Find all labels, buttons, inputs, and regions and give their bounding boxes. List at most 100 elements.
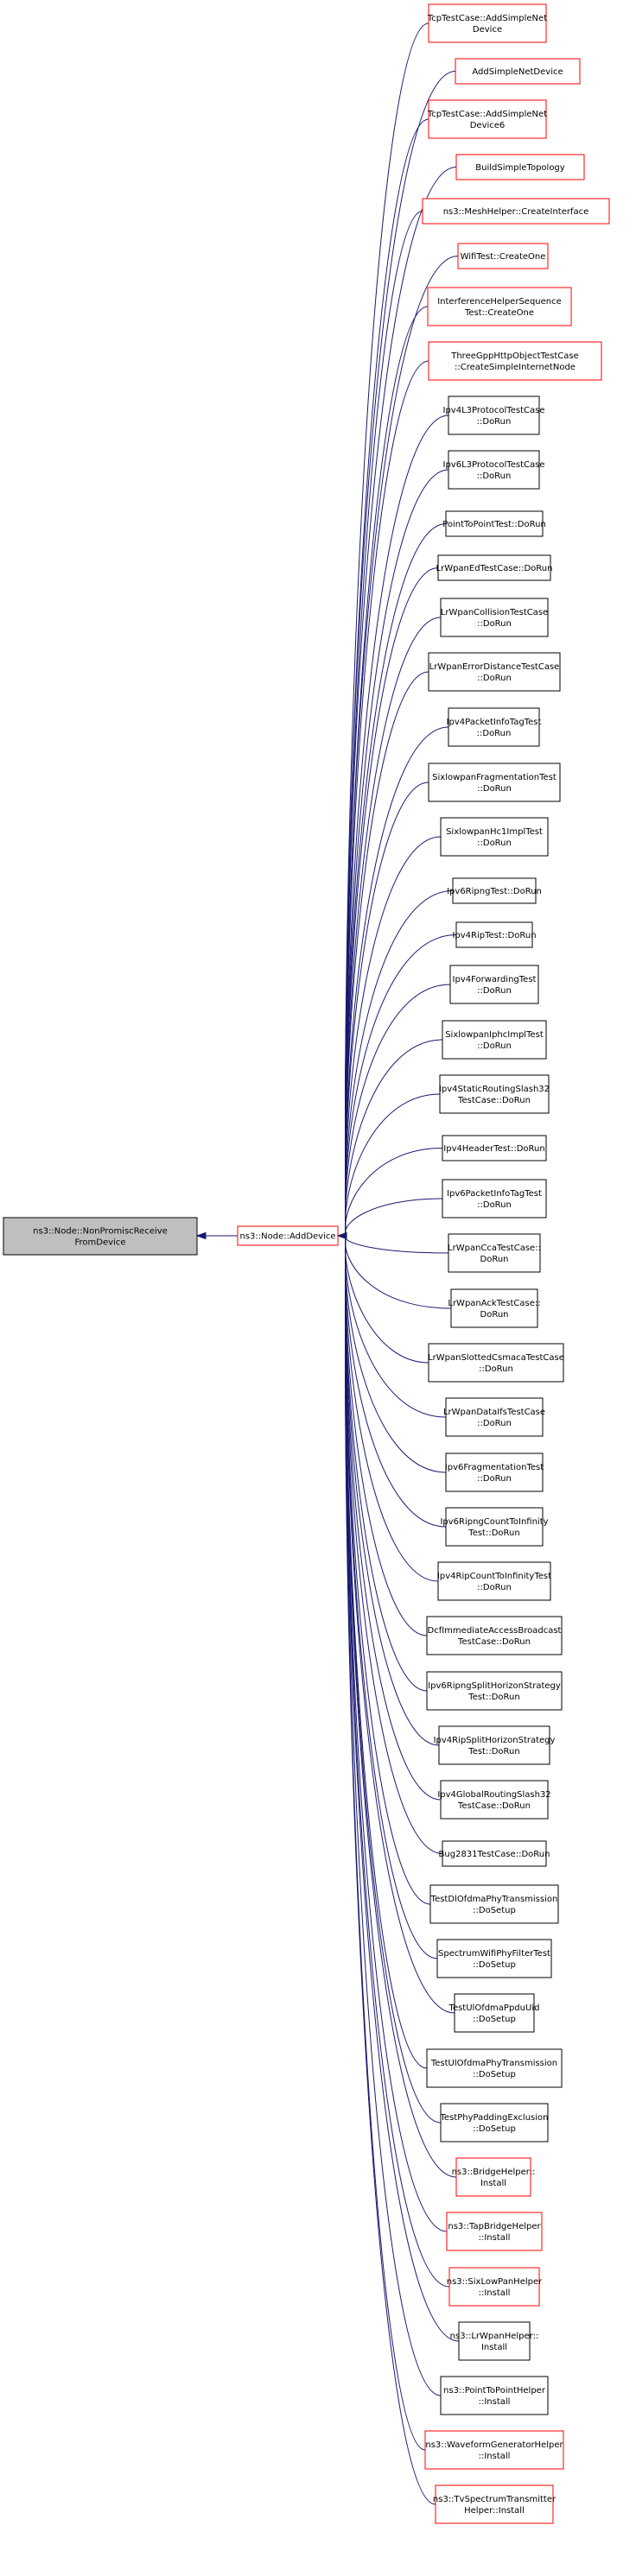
node-testulofdmappduuid-dosetup-label: ::DoSetup — [473, 2015, 516, 2024]
node-ipv6fragmentationtest-dorun-label: ::DoRun — [477, 1474, 512, 1484]
node-dcfimmediateaccessbroadcasttestcase-dorun[interactable]: DcfImmediateAccessBroadcastTestCase::DoR… — [426, 1616, 563, 1655]
node-wifitest-createone[interactable]: WifiTest::CreateOne — [457, 243, 549, 269]
node-testdlofdmaphytransmission-dosetup[interactable]: TestDlOfdmaPhyTransmission::DoSetup — [429, 1884, 559, 1924]
node-ns3-bridgehelper-install-box — [455, 2157, 531, 2197]
node-ns3-meshhelper-createinterface[interactable]: ns3::MeshHelper::CreateInterface — [422, 198, 610, 225]
node-ipv4l3protocoltestcase-dorun[interactable]: Ipv4L3ProtocolTestCase::DoRun — [443, 396, 545, 435]
node-testphypaddingexclusion-dosetup[interactable]: TestPhyPaddingExclusion::DoSetup — [440, 2103, 549, 2142]
node-bug2831testcase-dorun[interactable]: Bug2831TestCase::DoRun — [439, 1840, 550, 1867]
node-ns3-pointtopointhelper-install[interactable]: ns3::PointToPointHelper::Install — [440, 2376, 549, 2415]
node-ipv4headertest-dorun[interactable]: Ipv4HeaderTest::DoRun — [442, 1135, 547, 1161]
node-ipv4packetinfotagtest-dorun-box — [448, 707, 540, 747]
node-interferencehelpersequencetest-createone-label: InterferenceHelperSequence — [437, 297, 562, 307]
node-threegpphttpobjecttestcase-createsimpleinternetnode[interactable]: ThreeGppHttpObjectTestCase::CreateSimple… — [428, 341, 602, 381]
node-lrwpanccatestcase-dorun[interactable]: LrWpanCcaTestCase::DoRun — [448, 1233, 541, 1273]
call-edge-lrwpanslottedcsmacatestcase-dorun — [345, 1237, 429, 1364]
node-interferencehelpersequencetest-createone[interactable]: InterferenceHelperSequenceTest::CreateOn… — [427, 287, 572, 326]
node-ns3-lrwpanhelper-install[interactable]: ns3::LrWpanHelper::Install — [450, 2321, 539, 2361]
node-ipv4ripcounttoinfinitytest-dorun[interactable]: Ipv4RipCountToInfinityTest::DoRun — [437, 1561, 551, 1601]
node-ipv6fragmentationtest-dorun-box — [445, 1453, 544, 1492]
node-sixlowpanhc1impltest-dorun-label: ::DoRun — [477, 839, 512, 848]
node-ns3-tvspectrumtransmitterhelper-install-label: Helper::Install — [464, 2506, 525, 2516]
call-edge-tcptestcase-addsimplenet-device6 — [345, 118, 429, 1214]
node-dcfimmediateaccessbroadcasttestcase-dorun-label: DcfImmediateAccessBroadcast — [428, 1626, 562, 1636]
node-ipv4packetinfotagtest-dorun-label: ::DoRun — [477, 729, 512, 738]
node-tcptestcase-addsimplenetdevice[interactable]: TcpTestCase::AddSimpleNetDevice — [427, 3, 547, 43]
node-sixlowpanhc1impltest-dorun[interactable]: SixlowpanHc1ImplTest::DoRun — [440, 817, 549, 857]
node-ipv4ripsplithorizonstrategytest-dorun-box — [438, 1725, 550, 1765]
node-ipv4forwardingtest-dorun-label: ::DoRun — [477, 986, 512, 996]
node-pointtopointtest-dorun[interactable]: PointToPointTest::DoRun — [442, 510, 546, 537]
node-wifitest-createone-box — [457, 243, 549, 269]
node-ipv4forwardingtest-dorun[interactable]: Ipv4ForwardingTest::DoRun — [449, 965, 539, 1004]
node-ipv6l3protocoltestcase-dorun-label: ::DoRun — [477, 472, 512, 481]
node-lrwpanerrordistancetestcase-dorun[interactable]: LrWpanErrorDistanceTestCase::DoRun — [428, 652, 561, 692]
node-bug2831testcase-dorun-label: Bug2831TestCase::DoRun — [439, 1850, 550, 1859]
node-ipv6ripngsplithorizonstrategytest-dorun-label: Test::DoRun — [467, 1693, 519, 1702]
call-edge-ns3-tvspectrumtransmitter-helper-install — [345, 1261, 436, 2505]
node-sixlowpaniphcimpltest-dorun[interactable]: SixlowpanIphcImplTest::DoRun — [442, 1020, 547, 1060]
call-edge-ns3-sixlowpanhelper-install — [345, 1256, 450, 2288]
call-edge-ipv4riptest-dorun — [345, 934, 457, 1231]
node-interferencehelpersequencetest-createone-box — [427, 287, 572, 326]
node-lrwpanacktestcase-dorun[interactable]: LrWpanAckTestCase::DoRun — [448, 1288, 541, 1328]
node-tcptestcase-addsimplenetdevice6-label: Device6 — [470, 121, 506, 130]
node-ns3-waveformgeneratorhelper-install[interactable]: ns3::WaveformGeneratorHelper::Install — [424, 2430, 564, 2470]
node-lrwpancollisiontestcase-dorun-box — [440, 598, 549, 637]
node-testulofdmappduuid-dosetup[interactable]: TestUlOfdmaPpduUid::DoSetup — [448, 1993, 540, 2033]
call-edge-lrwpanccatestcase-dorun — [345, 1236, 449, 1254]
node-lrwpanedtestcase-dorun[interactable]: LrWpanEdTestCase::DoRun — [436, 554, 553, 581]
node-addsimplenetdevice[interactable]: AddSimpleNetDevice — [455, 58, 581, 85]
node-adddevice[interactable]: ns3::Node::AddDevice — [237, 1225, 339, 1246]
node-ipv6l3protocoltestcase-dorun-box — [448, 450, 540, 490]
node-threegpphttpobjecttestcase-createsimpleinternetnode-label: ThreeGppHttpObjectTestCase — [450, 351, 579, 361]
call-edge-interferencehelpersequence-test-createone — [345, 306, 429, 1218]
call-edge-ipv4headertest-dorun — [345, 1148, 443, 1235]
node-ipv6fragmentationtest-dorun[interactable]: Ipv6FragmentationTest::DoRun — [445, 1453, 544, 1492]
node-spectrumwifiphyfiltertest-dosetup[interactable]: SpectrumWifiPhyFilterTest::DoSetup — [436, 1939, 552, 1978]
node-ipv4riptest-dorun-box — [455, 921, 533, 948]
node-ipv4packetinfotagtest-dorun[interactable]: Ipv4PacketInfoTagTest::DoRun — [447, 707, 542, 747]
node-ipv4ripsplithorizonstrategytest-dorun-label: Test::DoRun — [467, 1747, 519, 1756]
node-lrwpanedtestcase-dorun-label: LrWpanEdTestCase::DoRun — [436, 564, 553, 573]
node-lrwpandataifstestcase-dorun[interactable]: LrWpanDataIfsTestCase::DoRun — [443, 1397, 545, 1437]
node-sixlowpanfragmentationtest-dorun[interactable]: SixlowpanFragmentationTest::DoRun — [428, 763, 561, 802]
node-lrwpanslottedcsmacatestcase-dorun[interactable]: LrWpanSlottedCsmacaTestCase::DoRun — [428, 1343, 564, 1383]
node-tcptestcase-addsimplenetdevice6-box — [428, 99, 547, 139]
node-ns3-tapbridgehelper-install[interactable]: ns3::TapBridgeHelper::Install — [446, 2212, 543, 2251]
node-ipv4headertest-dorun-label: Ipv4HeaderTest::DoRun — [443, 1144, 544, 1154]
node-lrwpanslottedcsmacatestcase-dorun-label: ::DoRun — [479, 1364, 513, 1374]
node-ipv6ripngcounttoinfinitytest-dorun-label: Ipv6RipngCountToInfinity — [440, 1517, 548, 1527]
node-ipv4staticroutingslash32testcase-dorun-label: TestCase::DoRun — [457, 1096, 531, 1105]
node-ns3-bridgehelper-install-label: Install — [480, 2179, 506, 2188]
node-ns3-sixlowpanhelper-install[interactable]: ns3::SixLowPanHelper::Install — [447, 2267, 543, 2307]
node-lrwpanacktestcase-dorun-label: DoRun — [480, 1310, 509, 1320]
node-ipv6ripngtest-dorun[interactable]: Ipv6RipngTest::DoRun — [447, 877, 542, 904]
node-ipv4ripcounttoinfinitytest-dorun-label: ::DoRun — [477, 1583, 512, 1592]
call-edge-ipv4packetinfotagtest-dorun — [345, 726, 449, 1226]
node-lrwpanacktestcase-dorun-box — [450, 1288, 538, 1328]
node-ns3-tapbridgehelper-install-box — [446, 2212, 543, 2251]
node-ipv6packetinfotagtest-dorun[interactable]: Ipv6PacketInfoTagTest::DoRun — [442, 1179, 547, 1218]
node-buildsimpletopology[interactable]: BuildSimpleTopology — [455, 154, 585, 180]
node-ns3-tapbridgehelper-install-label: ns3::TapBridgeHelper — [448, 2222, 541, 2231]
node-ipv6l3protocoltestcase-dorun[interactable]: Ipv6L3ProtocolTestCase::DoRun — [443, 450, 545, 490]
node-testulofdmaphytransmission-dosetup[interactable]: TestUlOfdmaPhyTransmission::DoSetup — [426, 2048, 563, 2088]
node-ns3-bridgehelper-install[interactable]: ns3::BridgeHelper::Install — [452, 2157, 536, 2197]
node-ns3-tvspectrumtransmitterhelper-install-box — [435, 2484, 554, 2524]
node-bug2831testcase-dorun-box — [442, 1840, 547, 1867]
node-ipv4riptest-dorun[interactable]: Ipv4RipTest::DoRun — [452, 921, 537, 948]
node-lrwpancollisiontestcase-dorun[interactable]: LrWpanCollisionTestCase::DoRun — [440, 598, 549, 637]
node-testulofdmaphytransmission-dosetup-box — [426, 2048, 563, 2088]
node-ipv6ripngtest-dorun-label: Ipv6RipngTest::DoRun — [447, 887, 542, 896]
node-ns3-tvspectrumtransmitterhelper-install[interactable]: ns3::TvSpectrumTransmitterHelper::Instal… — [433, 2484, 556, 2524]
node-sixlowpaniphcimpltest-dorun-box — [442, 1020, 547, 1060]
call-edge-tcptestcase-addsimplenet-device — [345, 22, 429, 1212]
